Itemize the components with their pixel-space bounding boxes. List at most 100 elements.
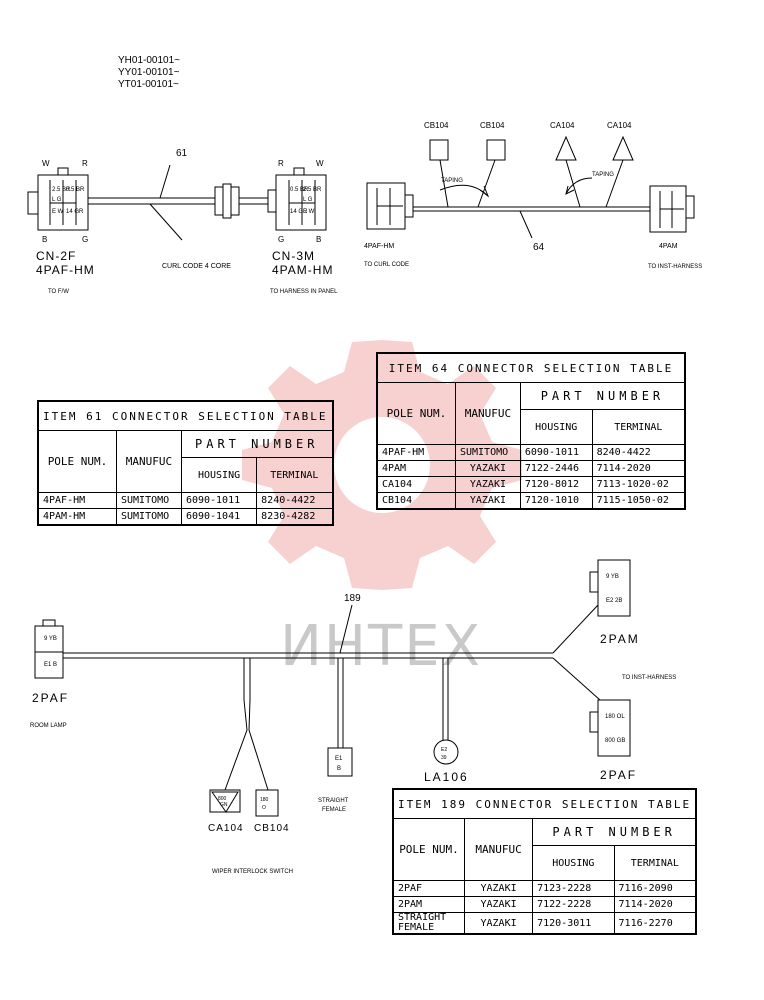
- pin-label: 180 OL: [605, 714, 625, 720]
- part-number-header: PART NUMBER: [519, 382, 686, 410]
- table-title: ITEM 64 CONNECTOR SELECTION TABLE: [376, 352, 686, 383]
- pole-cell: 4PAM-HM: [37, 508, 117, 526]
- item-189-number: 189: [344, 593, 361, 604]
- pole-cell: 4PAF-HM: [37, 492, 117, 509]
- pin-label: 2.5 BR: [303, 187, 322, 193]
- wire-label: W: [42, 159, 50, 168]
- tag-label: CB104: [424, 121, 449, 130]
- pole-cell: CB104: [376, 492, 456, 510]
- housing-cell: 7122-2446: [519, 460, 593, 477]
- table-row: 2PAF YAZAKI 7123-2228 7116-2090: [392, 880, 697, 897]
- terminal-header: TERMINAL: [256, 457, 334, 493]
- manuf-cell: YAZAKI: [463, 880, 534, 897]
- pin-label: E2: [441, 747, 447, 753]
- connector-destination: TO HARNESS IN PANEL: [270, 289, 338, 295]
- table-title: ITEM 61 CONNECTOR SELECTION TABLE: [37, 400, 334, 431]
- housing-header: HOUSING: [180, 457, 258, 493]
- pin-label: 800 GB: [605, 738, 625, 744]
- part-number-header: PART NUMBER: [532, 818, 697, 846]
- wire-label: W: [316, 159, 324, 168]
- pin-label: 2.5 BR: [52, 187, 71, 193]
- serial-line: YH01-00101~: [118, 55, 180, 66]
- pin-label: E1 B: [44, 662, 57, 668]
- connector-name: CN-2F: [36, 249, 76, 263]
- manuf-cell: YAZAKI: [454, 460, 521, 477]
- table-title: ITEM 189 CONNECTOR SELECTION TABLE: [392, 788, 697, 819]
- straight-female-label: FEMALE: [322, 807, 346, 813]
- straight-female-label: STRAIGHT: [318, 798, 349, 804]
- pin-label: 800: [218, 796, 227, 802]
- table-row: STRAIGHT FEMALE YAZAKI 7120-3011 7116-22…: [392, 912, 697, 935]
- pin-label: E2 2B: [606, 598, 622, 604]
- connector-destination: ROOM LAMP: [30, 723, 67, 729]
- housing-cell: 7120-1010: [519, 492, 593, 510]
- housing-cell: 6090-1041: [180, 508, 258, 526]
- pin-label: E1: [335, 756, 343, 762]
- pin-label: 39: [441, 755, 447, 761]
- connector-name: CB104: [254, 823, 290, 834]
- tag-ca104: [612, 135, 634, 161]
- connector-type: 2PAF: [600, 768, 637, 782]
- connector-2paf: [597, 699, 631, 757]
- part-number-header: PART NUMBER: [180, 430, 334, 458]
- terminal-cell: 8240-4422: [256, 492, 334, 509]
- manuf-header: MANUFUC: [463, 818, 534, 881]
- wire-label: B: [316, 235, 321, 244]
- terminal-header: TERMINAL: [591, 409, 686, 445]
- terminal-header: TERMINAL: [613, 845, 697, 881]
- housing-cell: 7120-3011: [532, 912, 615, 935]
- pin-label: 0.5 BR: [290, 187, 309, 193]
- pin-label: 9 YB: [44, 636, 57, 642]
- pin-label: 180: [260, 797, 269, 803]
- connector-la106: [433, 739, 459, 765]
- connector-type: 2PAM: [600, 632, 640, 646]
- tag-ca104: [555, 135, 577, 161]
- manuf-cell: YAZAKI: [463, 896, 534, 913]
- connector-destination: TO CURL CODE: [364, 262, 409, 268]
- watermark-text: ИНТЕХ: [280, 614, 482, 679]
- pin-label: 14 GR: [66, 209, 84, 215]
- connector-2pam: [597, 559, 631, 617]
- terminal-cell: 7114-2020: [613, 896, 697, 913]
- pin-label: E W: [303, 209, 315, 215]
- housing-cell: 7120-8012: [519, 476, 593, 493]
- taping-label: TAPING: [441, 178, 463, 184]
- table-row: 4PAF-HM SUMITOMO 6090-1011 8240-4422: [376, 444, 686, 461]
- housing-header: HOUSING: [519, 409, 593, 445]
- cable-label: CURL CODE 4 CORE: [162, 263, 231, 270]
- pin-label: B: [337, 766, 341, 772]
- connector-type: 4PAM: [659, 243, 678, 250]
- pin-label: 0.5 BR: [66, 187, 85, 193]
- manuf-header: MANUFUC: [116, 430, 182, 493]
- table-row: CA104 YAZAKI 7120-8012 7113-1020-02: [376, 476, 686, 493]
- connector-name: LA106: [424, 770, 469, 784]
- connector-cb104: [255, 789, 279, 817]
- item-61-harness: [27, 164, 327, 241]
- terminal-cell: 8240-4422: [591, 444, 686, 461]
- housing-cell: 7122-2228: [532, 896, 615, 913]
- connector-name: CN-3M: [272, 249, 315, 263]
- tag-ca104-bottom: [211, 791, 239, 813]
- housing-cell: 6090-1011: [519, 444, 593, 461]
- connector-latch: [57, 167, 69, 176]
- manuf-cell: YAZAKI: [463, 912, 534, 935]
- pole-cell: CA104: [376, 476, 456, 493]
- item-64-harness: [366, 135, 695, 239]
- pole-cell: STRAIGHT FEMALE: [392, 912, 465, 935]
- connector-ear: [27, 191, 39, 215]
- serial-line: YT01-00101~: [118, 79, 179, 90]
- item-61-number: 61: [176, 148, 188, 159]
- terminal-cell: 7114-2020: [591, 460, 686, 477]
- pole-cell: 4PAM: [376, 460, 456, 477]
- table-row: 4PAM-HM SUMITOMO 6090-1041 8230-4282: [37, 508, 334, 526]
- pin-label: E W: [52, 209, 64, 215]
- terminal-cell: 7116-2270: [613, 912, 697, 935]
- item-189-connector-table: ITEM 189 CONNECTOR SELECTION TABLE POLE …: [392, 788, 698, 935]
- pole-cell: 2PAF: [392, 880, 465, 897]
- table-row: 4PAM YAZAKI 7122-2446 7114-2020: [376, 460, 686, 477]
- item-189-harness: [34, 559, 631, 817]
- pole-header: POLE NUM.: [37, 430, 117, 493]
- pin-label: 14 GR: [290, 209, 308, 215]
- housing-cell: 6090-1011: [180, 492, 258, 509]
